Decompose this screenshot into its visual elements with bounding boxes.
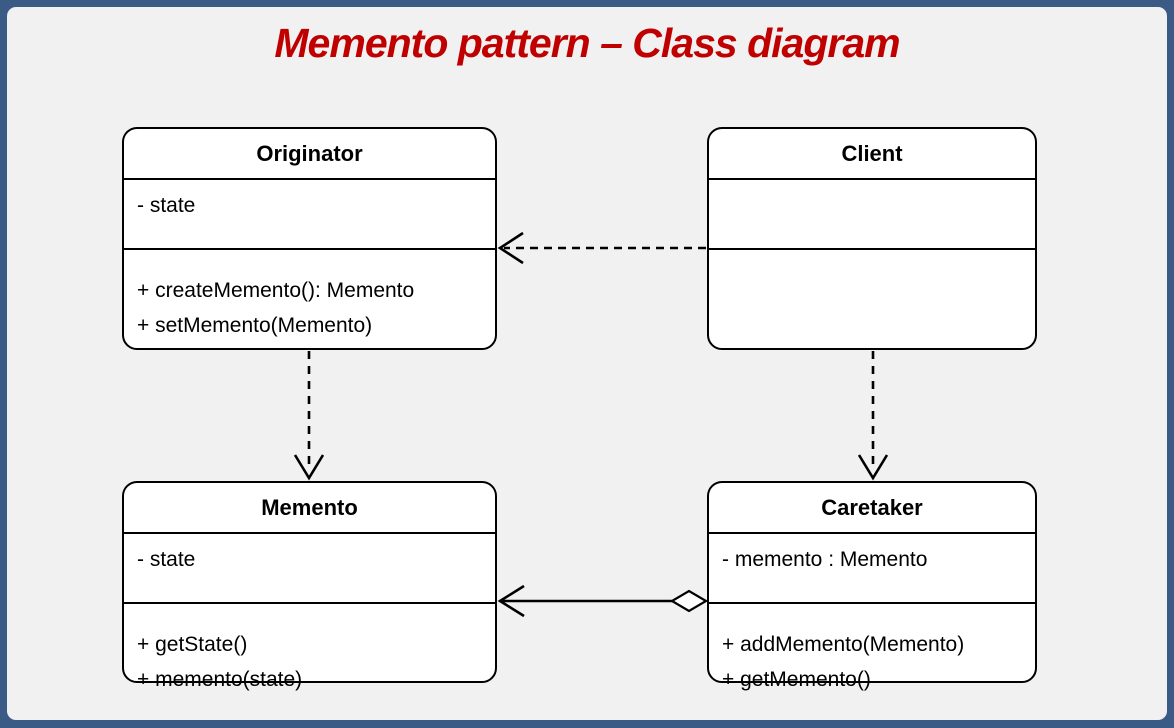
method-line: + memento(state) [137, 668, 303, 691]
diagram-title: Memento pattern – Class diagram [274, 20, 900, 66]
class-box-originator: Originator - state + createMemento(): Me… [122, 127, 497, 350]
class-methods-memento: + getState() + memento(state) [124, 604, 495, 697]
class-box-client: Client [707, 127, 1037, 350]
class-box-memento: Memento - state + getState() + memento(s… [122, 481, 497, 691]
class-name-memento: Memento [124, 483, 495, 534]
class-attributes-originator: - state [124, 180, 495, 250]
class-name-originator: Originator [124, 129, 495, 180]
class-name-caretaker: Caretaker [709, 483, 1035, 534]
class-methods-client [709, 250, 1035, 348]
class-attributes-caretaker: - memento : Memento [709, 534, 1035, 604]
class-box-caretaker: Caretaker - memento : Memento + addMemen… [707, 481, 1037, 691]
method-line: + setMemento(Memento) [137, 314, 373, 337]
method-line: + getState() [137, 633, 248, 656]
method-line: + createMemento(): Memento [137, 279, 415, 302]
class-name-client: Client [709, 129, 1035, 180]
class-methods-originator: + createMemento(): Memento + setMemento(… [124, 250, 495, 348]
method-line: + addMemento(Memento) [722, 633, 965, 656]
class-methods-caretaker: + addMemento(Memento) + getMemento() [709, 604, 1035, 697]
attribute-line: - state [137, 548, 196, 571]
class-attributes-memento: - state [124, 534, 495, 604]
attribute-line: - memento : Memento [722, 548, 928, 571]
attribute-line: - state [137, 194, 196, 217]
class-attributes-client [709, 180, 1035, 250]
method-line: + getMemento() [722, 668, 871, 691]
